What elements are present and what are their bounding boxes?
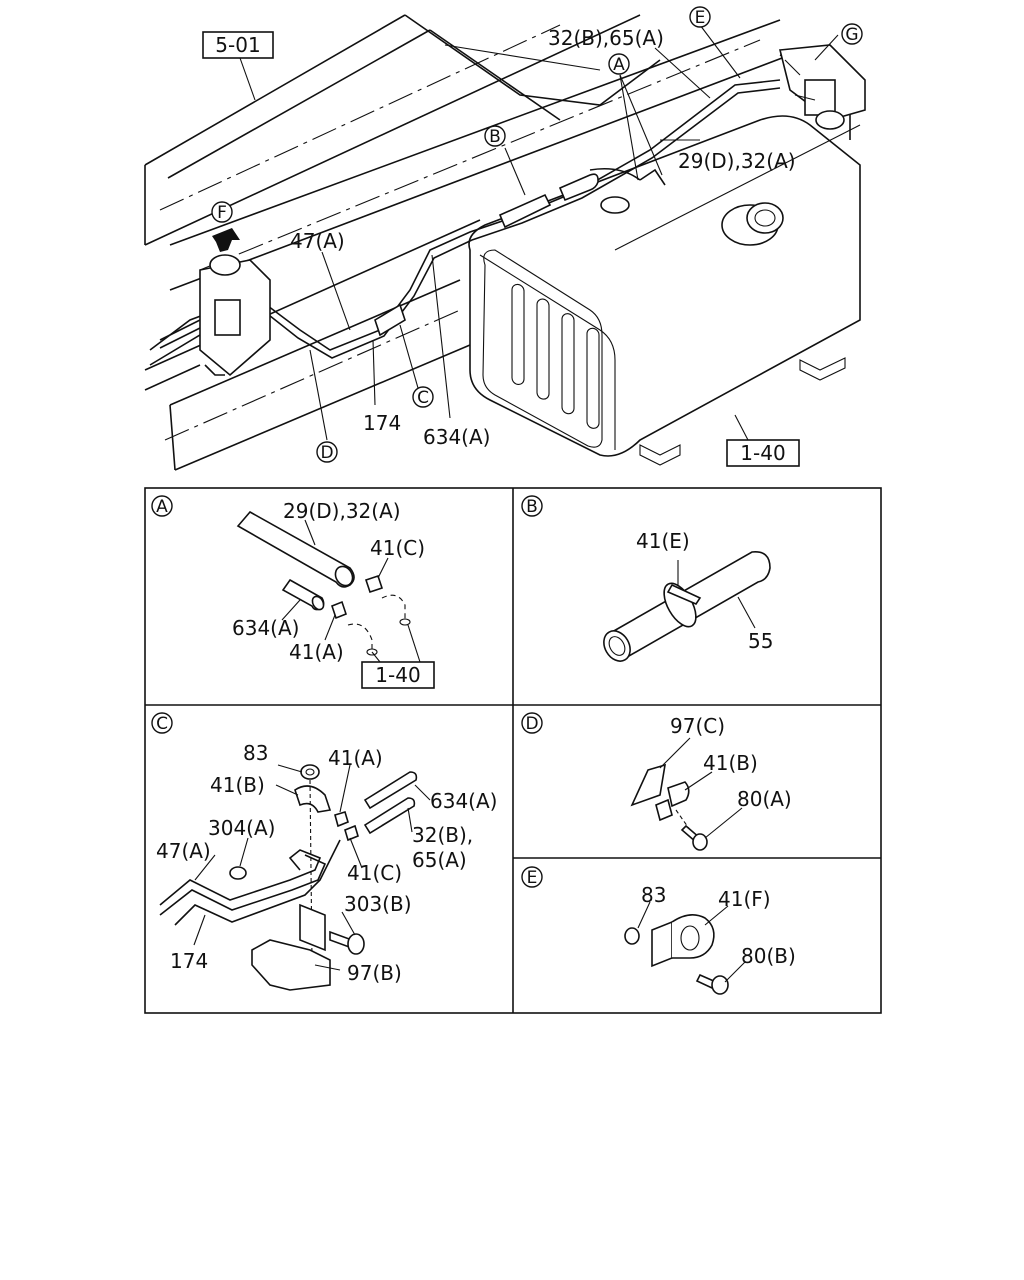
label-29d-32a: 29(D),32(A) [678,149,796,173]
detail-C-label-41b: 41(B) [210,773,265,797]
detail-D: D 97(C) 41(B) 80(A) [521,712,792,851]
detail-grid [144,487,882,1014]
view-marker-F: F [217,203,227,223]
label-47a: 47(A) [290,229,345,253]
view-marker-E: E [695,8,706,28]
detail-C-letter: C [156,714,168,734]
detail-A-label-41c: 41(C) [370,536,425,560]
ref-5-01: 5-01 [215,33,260,57]
detail-B: B 41(E) 55 [521,495,773,662]
detail-C-label-174: 174 [170,949,208,973]
detail-E-label-41f: 41(F) [718,887,771,911]
view-marker-C: C [417,388,429,408]
ref-1-40: 1-40 [740,441,785,465]
detail-C-label-32b: 32(B), [412,823,473,847]
detail-B-label-41e: 41(E) [636,529,690,553]
detail-D-letter: D [525,714,538,734]
detail-C-label-304a: 304(A) [208,816,275,840]
view-marker-A: A [613,55,625,75]
detail-A-letter: A [156,497,168,517]
label-174: 174 [363,411,401,435]
detail-E-label-83: 83 [641,883,666,907]
label-634a: 634(A) [423,425,490,449]
detail-C-label-303b: 303(B) [344,892,412,916]
detail-D-label-97c: 97(C) [670,714,725,738]
detail-C-label-41c: 41(C) [347,861,402,885]
label-32b-65a: 32(B),65(A) [548,26,664,50]
detail-D-label-80a: 80(A) [737,787,792,811]
ref-box-5-01 [202,31,274,59]
detail-C: C 83 [151,712,497,991]
view-marker-G: G [845,25,858,45]
main-assembly-view: 5-01 1-40 F G E A B C D 32(B),65(A) 29(D… [144,6,866,471]
detail-C-label-83: 83 [243,741,268,765]
detail-B-letter: B [526,497,538,517]
detail-C-label-41a: 41(A) [328,746,383,770]
detail-A-label-41a: 41(A) [289,640,344,664]
detail-C-label-97b: 97(B) [347,961,402,985]
detail-A-ref-1-40: 1-40 [375,663,420,687]
view-marker-D: D [320,443,333,463]
detail-A-label-634a: 634(A) [232,616,299,640]
detail-A: A 29(D),32(A) 41(C) 634(A) 41(A) 1-40 [151,495,435,689]
detail-E-letter: E [527,868,538,888]
detail-D-label-41b: 41(B) [703,751,758,775]
detail-C-label-65a: 65(A) [412,848,467,872]
detail-E: E 83 41(F) 80(B) [521,866,796,995]
detail-A-label-29d-32a: 29(D),32(A) [283,499,401,523]
ref-box-1-40 [726,439,800,467]
detail-B-label-55: 55 [748,629,773,653]
detail-C-label-47a: 47(A) [156,839,211,863]
view-marker-B: B [489,127,501,147]
detail-E-label-80b: 80(B) [741,944,796,968]
detail-C-label-634a: 634(A) [430,789,497,813]
